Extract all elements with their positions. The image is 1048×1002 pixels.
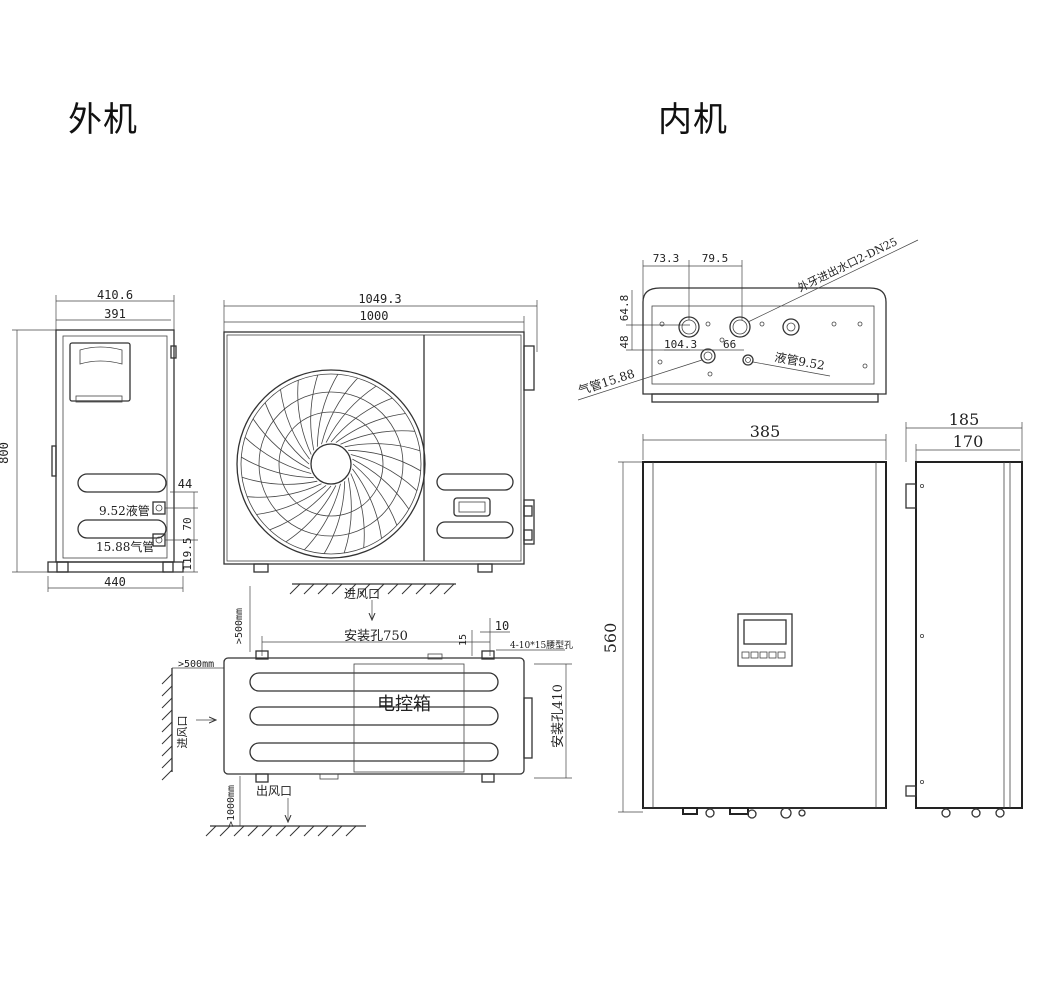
fan-grille-icon: [236, 369, 426, 559]
gas-pipe-label: 15.88气管: [96, 539, 154, 554]
clearance-top-label: >500mm: [234, 608, 245, 644]
dim-410-6: 410.6: [97, 288, 133, 302]
dim-1000: 1000: [360, 309, 389, 323]
dim-170: 170: [953, 432, 984, 451]
dim-66: 66: [723, 338, 736, 351]
outdoor-install-top-view: 进风口 >500mm 安装孔750 15 10 4-10*15腰型孔 >500m…: [161, 586, 573, 837]
dim-391: 391: [104, 307, 126, 321]
dim-70: 70: [181, 517, 194, 530]
water-ports-label: 外牙进出水口2-DN25: [795, 234, 899, 294]
gas-pipe-indoor-label: 气管15.88: [576, 366, 636, 398]
dim-15: 15: [458, 634, 469, 646]
dim-10: 10: [495, 619, 509, 633]
controller-display-icon: [737, 613, 793, 667]
indoor-piping-detail: 73.3 79.5 64.8 48: [576, 234, 919, 403]
dim-79-5: 79.5: [702, 252, 729, 265]
dim-64-8: 64.8: [618, 295, 631, 322]
indoor-front-view: 385 560: [601, 422, 887, 819]
dim-104-3: 104.3: [664, 338, 697, 351]
dim-185: 185: [949, 410, 980, 429]
outdoor-unit-heading: 外机: [68, 100, 138, 140]
dim-119-5: 119.5: [181, 537, 194, 570]
mount-holes-750-label: 安装孔750: [344, 629, 408, 644]
dim-800: 800: [0, 442, 11, 464]
indoor-unit-heading: 内机: [658, 100, 728, 140]
liquid-pipe-label: 9.52液管: [99, 503, 150, 518]
wall-hatch-icon: [161, 673, 173, 781]
control-box-label: 电控箱: [377, 694, 431, 715]
ground-hatch-icon: [289, 583, 455, 595]
outdoor-front-view: 1049.3 1000: [223, 292, 538, 595]
liquid-pipe-indoor-label: 液管9.52: [773, 349, 826, 373]
dim-440: 440: [104, 575, 126, 589]
dim-48: 48: [618, 335, 631, 348]
dim-44: 44: [178, 477, 192, 491]
dim-385: 385: [750, 422, 781, 441]
dim-560: 560: [601, 623, 620, 654]
inlet-left-label: 进风口: [176, 716, 189, 749]
mount-holes-410-label: 安装孔410: [551, 684, 566, 748]
indoor-side-view: 185 170: [905, 410, 1023, 818]
clearance-left-label: >500mm: [178, 659, 214, 670]
outlet-label: 出风口: [256, 784, 292, 798]
dim-1049-3: 1049.3: [358, 292, 401, 306]
dim-73-3: 73.3: [653, 252, 680, 265]
inlet-top-label: 进风口: [344, 587, 380, 601]
clearance-bottom-label: >1000mm: [226, 785, 237, 827]
ground-hatch-icon: [205, 825, 357, 837]
waist-holes-label: 4-10*15腰型孔: [510, 640, 573, 651]
outdoor-side-view: 410.6 391 800: [0, 288, 198, 592]
